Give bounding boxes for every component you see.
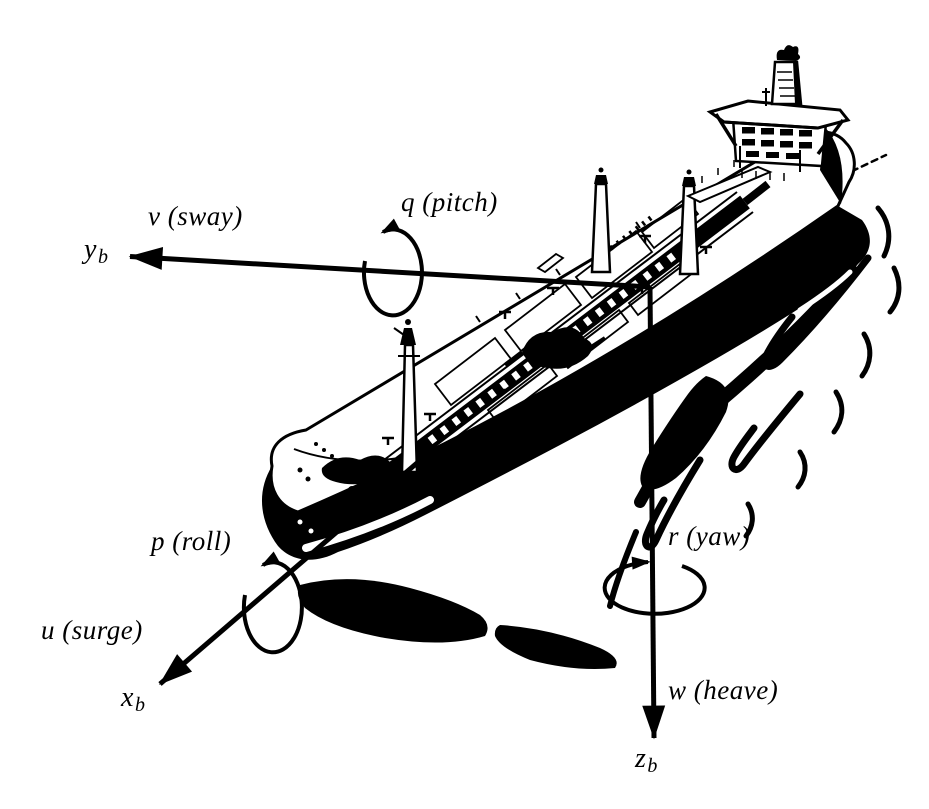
bow-wake	[297, 579, 617, 669]
pitch-label: q (pitch)	[401, 187, 498, 217]
ship-hull	[261, 206, 870, 560]
funnel	[770, 45, 803, 106]
body-axes	[128, 246, 666, 740]
superstructure	[685, 45, 851, 204]
y-axis-arrow	[128, 246, 651, 290]
rotation-arrows	[241, 218, 707, 655]
pitch-rotation-arrow	[361, 218, 424, 318]
z-axis-arrow	[642, 286, 666, 740]
deck-hatches	[433, 196, 700, 424]
y-axis-label: yb	[84, 234, 109, 268]
heave-label: w (heave)	[668, 675, 779, 705]
surge-label: u (surge)	[41, 615, 143, 645]
wake-water	[607, 153, 902, 609]
sway-label: v (sway)	[148, 201, 243, 231]
stern-dashed-trail	[840, 153, 888, 178]
fore-mast	[393, 319, 420, 474]
z-axis-label: zb	[635, 743, 658, 777]
roll-rotation-arrow	[241, 551, 304, 655]
x-axis-arrow	[158, 455, 426, 686]
yaw-label: r (yaw)	[668, 521, 751, 551]
x-axis-label: xb	[121, 682, 146, 716]
yaw-rotation-arrow	[602, 556, 707, 616]
kingpost-masts	[590, 167, 700, 276]
roll-label: p (roll)	[151, 526, 232, 556]
ship	[261, 45, 870, 560]
bridge-windows	[742, 127, 812, 159]
signal-mast	[762, 88, 770, 106]
funnel-smoke	[776, 45, 801, 61]
